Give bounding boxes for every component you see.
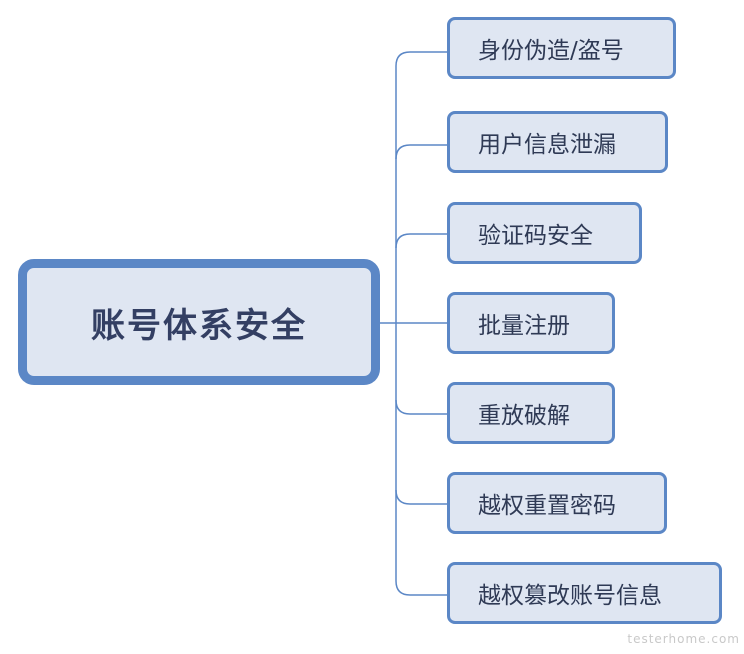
branch-node-label: 用户信息泄漏 [478, 132, 616, 158]
branch-node-identity-forgery[interactable]: 身份伪造/盗号 [447, 17, 676, 79]
connector-5 [395, 399, 447, 415]
branch-node-label: 越权重置密码 [478, 493, 616, 519]
branch-node-label: 批量注册 [478, 313, 570, 339]
branch-node-label: 验证码安全 [478, 223, 593, 249]
watermark: testerhome.com [627, 632, 740, 646]
root-node[interactable]: 账号体系安全 [18, 259, 380, 385]
branch-node-unauthorized-account-tampering[interactable]: 越权篡改账号信息 [447, 562, 722, 624]
branch-node-captcha-security[interactable]: 验证码安全 [447, 202, 642, 264]
branch-node-bulk-registration[interactable]: 批量注册 [447, 292, 615, 354]
branch-node-user-info-leak[interactable]: 用户信息泄漏 [447, 111, 668, 173]
branch-node-replay-cracking[interactable]: 重放破解 [447, 382, 615, 444]
connector-3 [395, 233, 447, 249]
connector-2 [395, 144, 447, 160]
connector-6 [395, 489, 447, 505]
branch-node-unauthorized-password-reset[interactable]: 越权重置密码 [447, 472, 667, 534]
branch-node-label: 重放破解 [478, 403, 570, 429]
root-node-label: 账号体系安全 [91, 305, 307, 346]
branch-node-label: 越权篡改账号信息 [478, 583, 662, 609]
branch-node-label: 身份伪造/盗号 [478, 38, 624, 64]
